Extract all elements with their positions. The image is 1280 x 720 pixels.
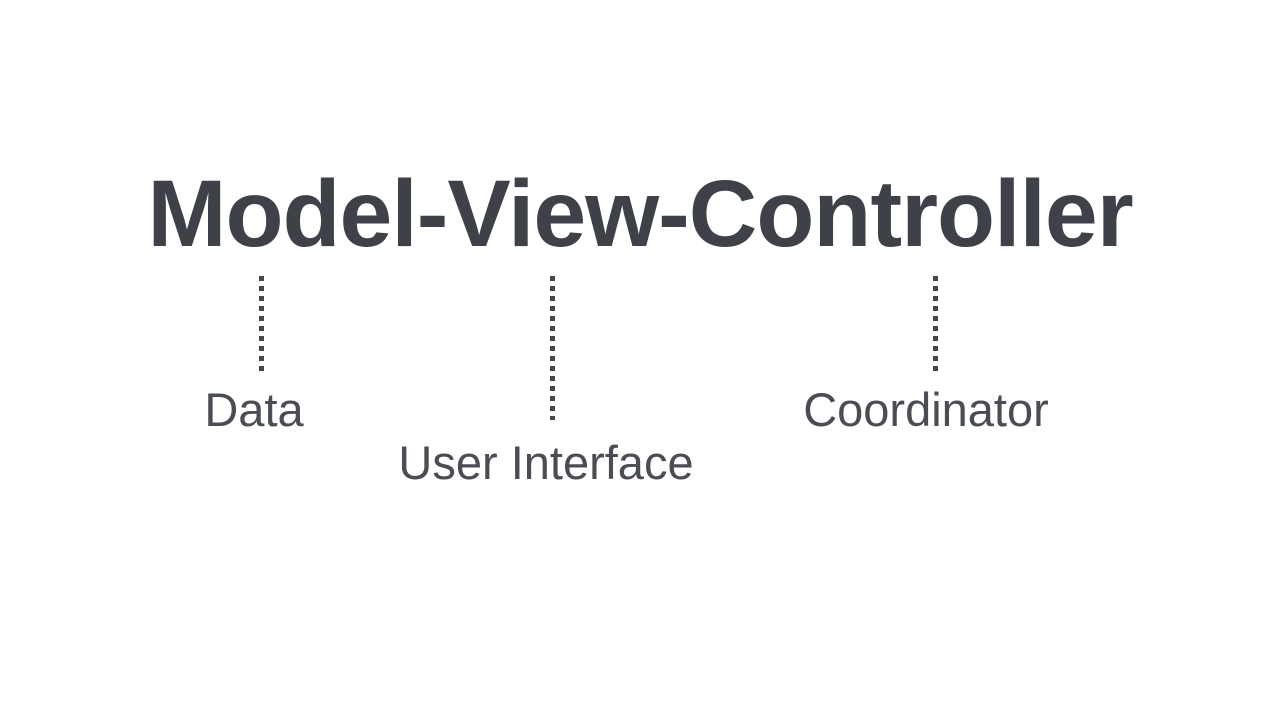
- page-title: Model-View-Controller: [147, 161, 1133, 267]
- controller-connector-dotted-line: [933, 276, 938, 372]
- model-connector-dotted-line: [259, 276, 264, 372]
- view-connector-dotted-line: [550, 276, 555, 420]
- controller-annotation-label: Coordinator: [803, 383, 1049, 436]
- model-annotation-label: Data: [204, 383, 304, 436]
- view-annotation-label: User Interface: [398, 436, 694, 489]
